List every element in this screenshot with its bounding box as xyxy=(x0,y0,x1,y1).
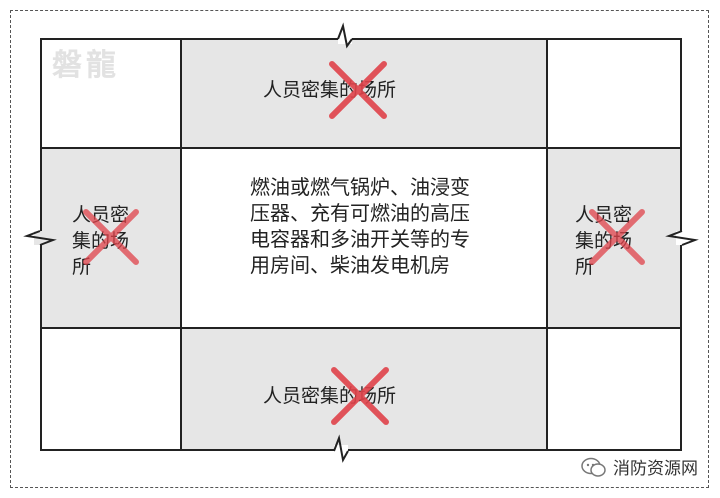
cross-icon xyxy=(83,209,139,265)
source-name: 消防资源网 xyxy=(613,459,698,479)
wall-break-bottom xyxy=(333,434,349,463)
cross-icon xyxy=(331,367,389,425)
cross-icon xyxy=(589,209,645,265)
source-credit: 消防资源网 xyxy=(581,454,698,479)
corner-cell-bottom-right xyxy=(546,327,682,451)
wall-break-top xyxy=(337,22,353,49)
wall-break-right xyxy=(665,230,699,246)
room-center xyxy=(180,147,548,329)
cross-icon xyxy=(329,61,387,119)
center-room-label: 燃油或燃气锅炉、油浸变压器、充有可燃油的高压电容器和多油开关等的专用房间、柴油发… xyxy=(250,175,470,277)
wechat-icon xyxy=(581,457,606,477)
wall-break-left xyxy=(23,230,57,246)
watermark-logo: 磐龍 xyxy=(52,48,120,83)
corner-cell-bottom-left xyxy=(40,327,182,451)
outer-dashed-frame xyxy=(10,10,709,488)
